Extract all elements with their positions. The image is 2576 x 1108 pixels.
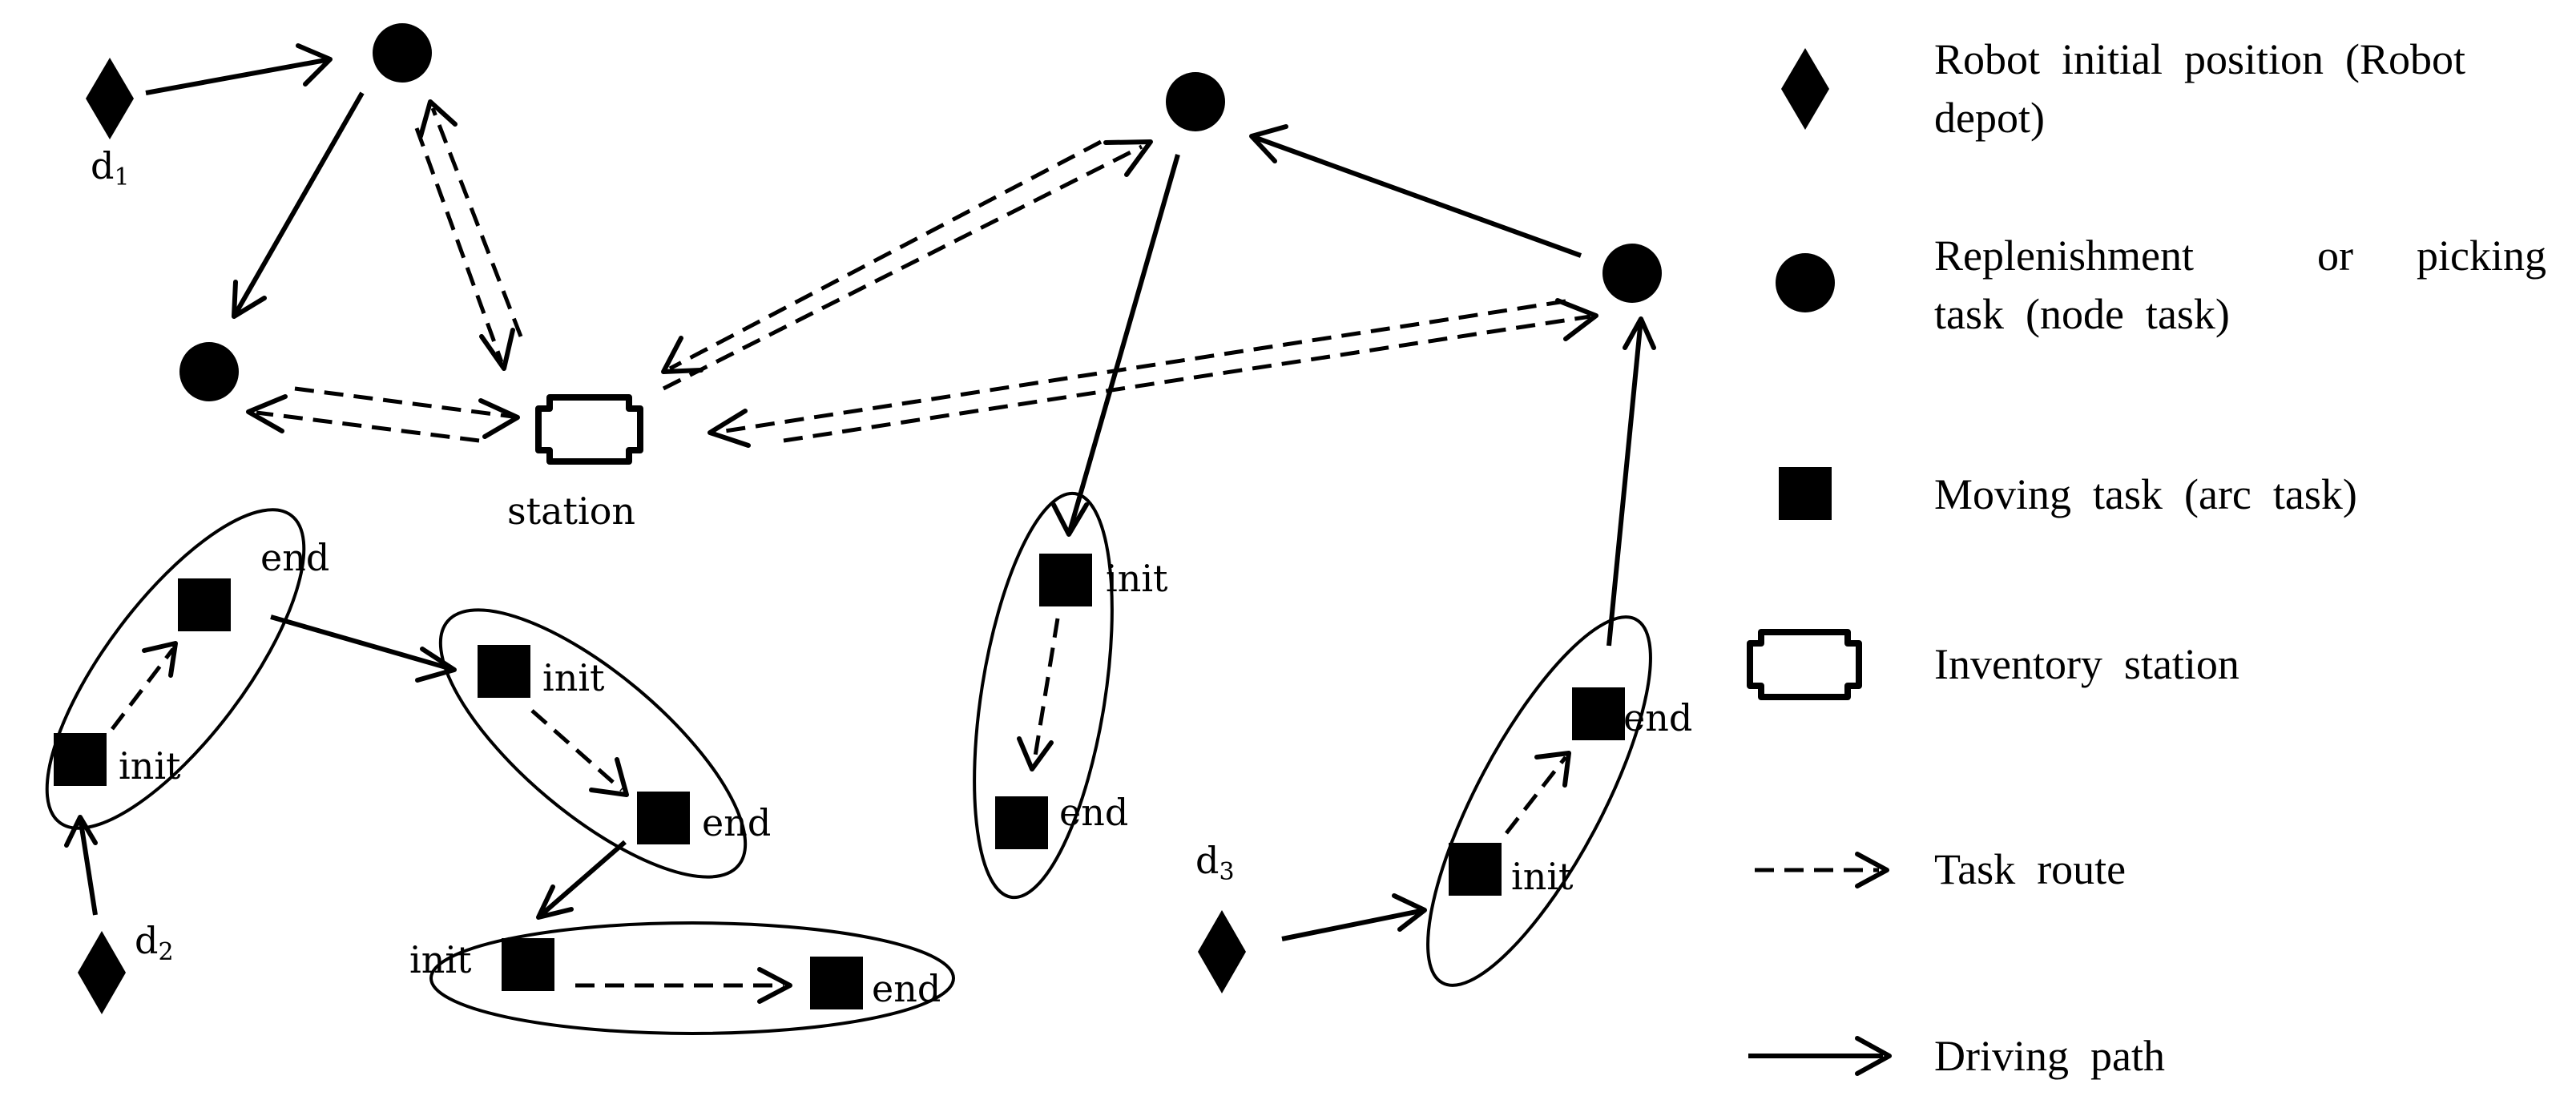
arc-task-3-end [810, 957, 863, 1009]
legend-arc-task-icon [1779, 467, 1832, 520]
arc-task-3-init-label: init [409, 938, 472, 981]
legend-inventory-station-text: Inventory station [1934, 640, 2239, 688]
arc-task-1-end-label: end [260, 536, 329, 579]
arc-task-group-2 [438, 608, 748, 879]
arc-task-group-3 [429, 921, 955, 1035]
driving-path-d2-to-arc1 [64, 815, 98, 916]
arc-task-2-end [637, 792, 690, 844]
depot-label-d3: d3 [1195, 839, 1235, 886]
driving-path-arc5-to-right-node [1606, 316, 1656, 647]
legend-node-task-text-b: or [2317, 232, 2353, 280]
task-route-arc3 [575, 967, 792, 1004]
legend-task-route-icon [1755, 852, 1889, 888]
arc-task-5-end [1572, 687, 1625, 740]
task-route-left-node-to-station [294, 386, 520, 439]
task-route-arc1 [111, 641, 178, 731]
legend-task-route-text: Task route [1934, 845, 2126, 893]
arc-task-group-4 [973, 491, 1114, 900]
driving-path-right-node-to-top-middle-node [1249, 124, 1582, 258]
station-label: station [507, 490, 635, 533]
arc-task-5-init [1449, 843, 1502, 896]
legend-node-task-icon [1776, 253, 1835, 312]
legend: Robot initial position (Robot depot) Rep… [1747, 35, 2546, 1080]
legend-node-task-text-c: picking [2417, 232, 2546, 280]
arc-task-4-init [1039, 554, 1092, 606]
driving-path-arc2-to-arc3 [536, 840, 627, 920]
legend-robot-depot-text-line1: Robot initial position (Robot [1934, 35, 2465, 83]
legend-inventory-station-icon [1747, 629, 1862, 700]
task-route-top-left-node-to-station [414, 127, 515, 371]
driving-path-d1-to-top-left-node [145, 43, 333, 95]
node-task-right [1602, 244, 1662, 303]
robot-depot-d2 [78, 931, 126, 1014]
arc-task-5-init-label: init [1511, 855, 1574, 898]
arc-task-5-end-label: end [1623, 696, 1692, 739]
node-task-top-middle [1166, 72, 1225, 131]
legend-driving-path-icon [1748, 1036, 1892, 1076]
task-route-station-to-right-node [783, 298, 1598, 443]
node-task-left [179, 342, 239, 401]
task-route-right-node-to-station [707, 299, 1566, 448]
arc-task-3-end-label: end [872, 967, 941, 1010]
arc-task-group-5 [1426, 615, 1652, 987]
legend-node-task-text-line2: task (node task) [1934, 290, 2230, 338]
arc-task-2-init [478, 645, 530, 698]
driving-path-top-middle-node-to-arc4 [1051, 154, 1180, 537]
arc-task-4-init-label: init [1106, 557, 1168, 600]
task-route-top-middle-node-to-station [661, 139, 1103, 374]
arc-task-4-end [995, 796, 1048, 849]
depot-label-d1: d1 [91, 144, 130, 191]
legend-robot-depot-icon [1781, 48, 1829, 130]
inventory-station [535, 394, 643, 465]
legend-node-task-text-a: Replenishment [1934, 232, 2194, 280]
task-route-station-to-left-node [246, 394, 480, 443]
arc-task-1-end [178, 578, 231, 631]
arc-task-2-init-label: init [542, 656, 605, 699]
robot-depot-d3 [1198, 910, 1246, 993]
depot-label-d2: d2 [135, 919, 174, 966]
driving-path-d3-to-arc5 [1281, 893, 1427, 941]
task-route-arc5 [1505, 751, 1571, 835]
driving-path-top-left-node-to-left-node [232, 91, 365, 319]
legend-arc-task-text: Moving task (arc task) [1934, 470, 2357, 518]
arc-task-2-end-label: end [702, 801, 771, 844]
legend-robot-depot-text-line2: depot) [1934, 94, 2045, 142]
legend-driving-path-text: Driving path [1934, 1032, 2165, 1080]
arc-task-4-end-label: end [1059, 791, 1128, 834]
driving-path-arc1-to-arc2 [270, 614, 457, 683]
task-route-station-to-top-middle-node [662, 139, 1153, 391]
arc-task-1-init [54, 733, 107, 786]
robot-depot-d1 [86, 58, 134, 139]
task-route-station-to-top-left-node [418, 99, 523, 337]
arc-task-3-init [502, 938, 554, 991]
node-task-top-left [373, 23, 432, 83]
task-route-arc4 [1017, 618, 1060, 772]
task-route-arc2 [530, 709, 629, 797]
arc-task-1-init-label: init [119, 744, 181, 788]
arc-task-group-1 [45, 508, 306, 830]
